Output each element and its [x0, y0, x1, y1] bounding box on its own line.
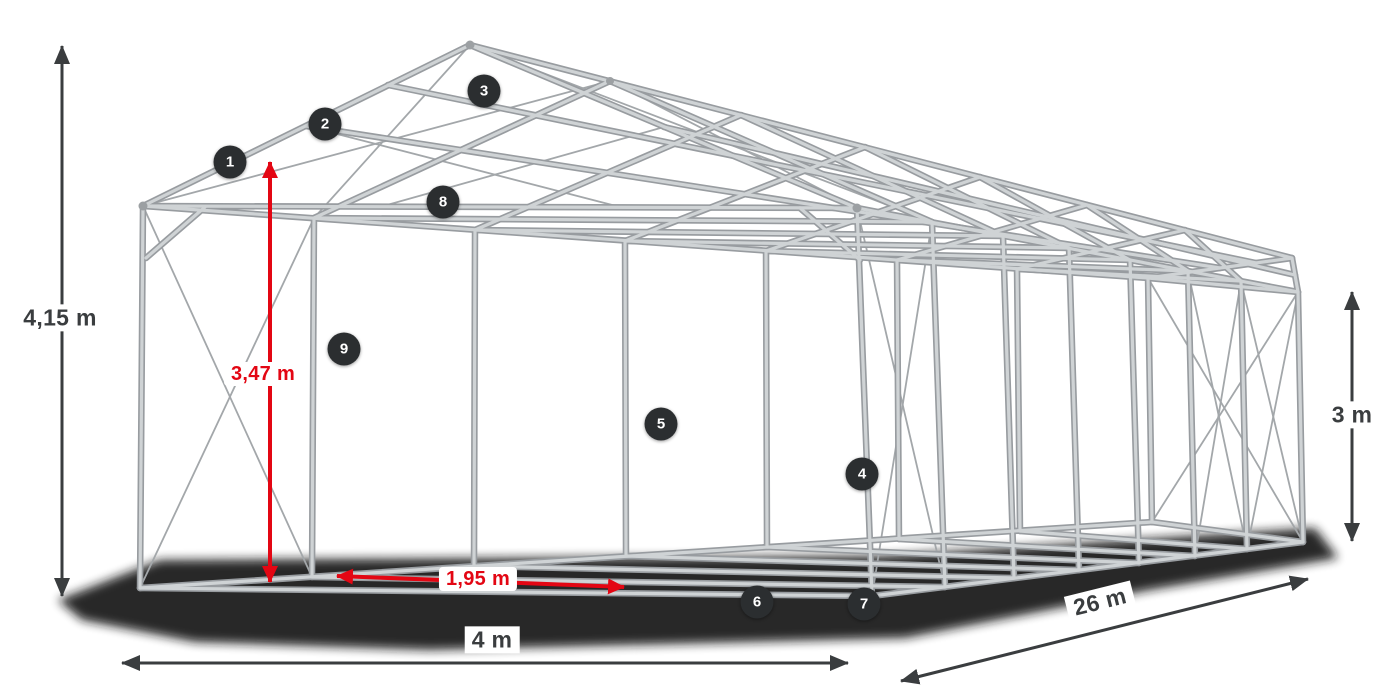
dimension-label-pillar-spacing: 1,95 m: [438, 567, 518, 591]
part-marker-7: 7: [847, 587, 881, 621]
part-marker-8: 8: [426, 185, 460, 219]
part-marker-6: 6: [740, 585, 774, 619]
frame-connectors: [138, 40, 862, 213]
part-marker-1: 1: [213, 145, 247, 179]
part-marker-9: 9: [327, 332, 361, 366]
dimension-label-total-height: 4,15 m: [16, 304, 104, 332]
dimension-arrow-length: [900, 575, 1309, 685]
part-marker-3: 3: [467, 74, 501, 108]
dimension-label-clear-height: 3,47 m: [223, 362, 303, 386]
dimension-label-width: 4 m: [464, 626, 520, 654]
part-marker-2: 2: [308, 107, 342, 141]
part-marker-5: 5: [644, 407, 678, 441]
dimension-label-side-height: 3 m: [1324, 401, 1380, 429]
part-marker-4: 4: [845, 457, 879, 491]
